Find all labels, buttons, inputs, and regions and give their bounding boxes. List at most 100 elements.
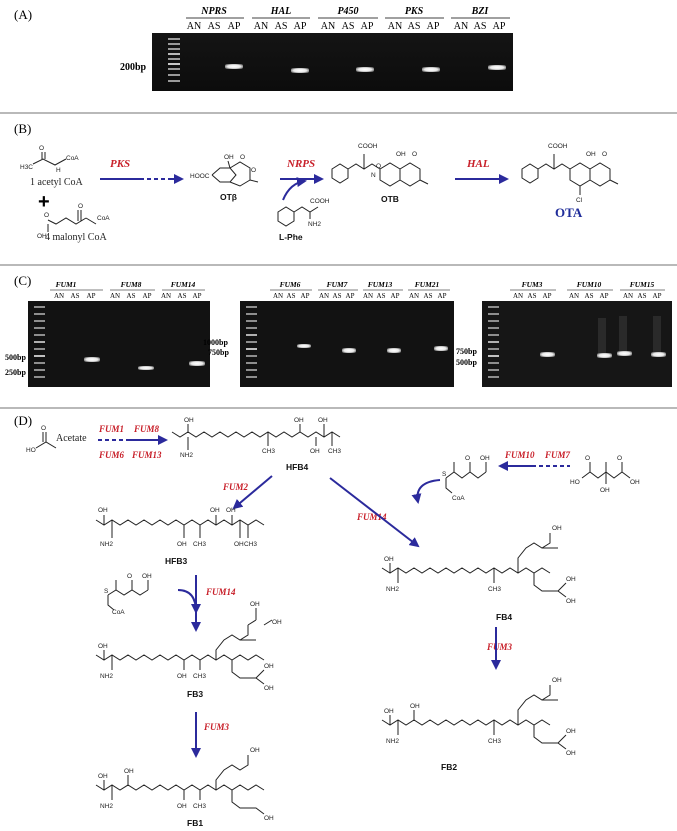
svg-text:FUM3: FUM3 bbox=[522, 280, 543, 289]
citrate-structure: O O OH HO OH bbox=[570, 455, 640, 494]
svg-text:OH: OH bbox=[294, 417, 304, 424]
svg-text:OH: OH bbox=[264, 663, 274, 670]
svg-text:HO: HO bbox=[570, 479, 580, 486]
svg-text:OH: OH bbox=[552, 525, 562, 532]
svg-text:AS: AS bbox=[408, 21, 421, 32]
svg-text:OH: OH bbox=[310, 448, 320, 455]
fb3-structure: OH NH2 OH CH3 OH OH OH OH bbox=[95, 601, 282, 692]
svg-text:OH: OH bbox=[630, 479, 640, 486]
svg-text:AN: AN bbox=[363, 292, 373, 300]
otb-structure: COOH N O OH O bbox=[331, 143, 429, 187]
svg-text:AN: AN bbox=[513, 292, 523, 300]
ot-beta-structure: OH O HOOC O bbox=[190, 154, 259, 187]
svg-text:OH: OH bbox=[177, 803, 187, 810]
band-bzi bbox=[488, 65, 506, 70]
svg-text:Cl: Cl bbox=[576, 197, 583, 204]
enzyme-fum1: FUM1 bbox=[98, 424, 124, 434]
svg-text:CH3: CH3 bbox=[193, 541, 206, 548]
plus-sign: + bbox=[38, 191, 50, 213]
marker-c2-750: 750bp bbox=[208, 348, 229, 357]
svg-text:O: O bbox=[127, 573, 132, 580]
svg-text:CoA: CoA bbox=[97, 215, 110, 222]
svg-text:OH: OH bbox=[566, 576, 576, 583]
compound-fb4: FB4 bbox=[496, 612, 512, 622]
svg-text:AN: AN bbox=[321, 21, 335, 32]
svg-text:AS: AS bbox=[377, 292, 386, 300]
svg-text:CoA: CoA bbox=[112, 609, 125, 616]
svg-text:AN: AN bbox=[409, 292, 419, 300]
svg-text:OH: OH bbox=[234, 541, 244, 548]
fb1-structure: OH OH NH2 OH CH3 OH OH bbox=[95, 747, 274, 822]
svg-text:NH2: NH2 bbox=[100, 803, 113, 810]
enzyme-fum14-left: FUM14 bbox=[205, 587, 236, 597]
acetate-label: Acetate bbox=[56, 433, 87, 444]
svg-text:AP: AP bbox=[653, 292, 662, 300]
svg-text:FUM7: FUM7 bbox=[327, 280, 348, 289]
svg-text:AP: AP bbox=[294, 21, 307, 32]
svg-text:CoA: CoA bbox=[66, 155, 79, 162]
ota-structure: COOH OH O Cl bbox=[521, 143, 619, 204]
svg-text:HOOC: HOOC bbox=[190, 173, 210, 180]
svg-text:OH: OH bbox=[410, 703, 420, 710]
svg-text:AP: AP bbox=[361, 21, 374, 32]
svg-text:AS: AS bbox=[528, 292, 537, 300]
gene-label-bzi: BZI bbox=[471, 6, 490, 17]
enzyme-fum2: FUM2 bbox=[222, 482, 249, 492]
svg-text:AP: AP bbox=[543, 292, 552, 300]
marker-c3-750: 750bp bbox=[456, 347, 477, 356]
compound-fb1: FB1 bbox=[187, 818, 203, 828]
svg-text:OH: OH bbox=[98, 507, 108, 514]
svg-text:O: O bbox=[617, 455, 622, 462]
gel-panel-c1 bbox=[28, 301, 210, 387]
svg-text:OH: OH bbox=[480, 455, 490, 462]
svg-text:AP: AP bbox=[346, 292, 355, 300]
svg-text:AP: AP bbox=[438, 292, 447, 300]
svg-text:NH2: NH2 bbox=[100, 541, 113, 548]
svg-text:AS: AS bbox=[585, 292, 594, 300]
svg-text:OH: OH bbox=[124, 768, 134, 775]
svg-text:FUM1: FUM1 bbox=[56, 280, 77, 289]
svg-text:H3C: H3C bbox=[20, 164, 33, 171]
compound-ota: OTA bbox=[555, 205, 583, 220]
malonyl-coa-label: 4 malonyl CoA bbox=[45, 232, 107, 243]
compound-otb: OTB bbox=[381, 194, 399, 204]
enzyme-fum14-right: FUM14 bbox=[356, 512, 387, 522]
svg-text:OH: OH bbox=[396, 151, 406, 158]
svg-text:FUM8: FUM8 bbox=[121, 280, 142, 289]
svg-text:AP: AP bbox=[391, 292, 400, 300]
panel-b-letter: (B) bbox=[14, 121, 31, 136]
svg-text:AS: AS bbox=[287, 292, 296, 300]
svg-text:AS: AS bbox=[474, 21, 487, 32]
svg-text:OH: OH bbox=[318, 417, 328, 424]
enzyme-hal: HAL bbox=[466, 158, 490, 170]
panel-a-gene-labels: NPRS HAL P450 PKS BZI bbox=[186, 6, 510, 19]
compound-hfb4: HFB4 bbox=[286, 462, 308, 472]
svg-text:AP: AP bbox=[427, 21, 440, 32]
svg-text:OH: OH bbox=[566, 728, 576, 735]
enzyme-fum3-right: FUM3 bbox=[486, 642, 513, 652]
svg-text:CoA: CoA bbox=[452, 495, 465, 502]
panel-d-letter: (D) bbox=[14, 413, 32, 428]
svg-text:AN: AN bbox=[623, 292, 633, 300]
svg-text:AP: AP bbox=[87, 292, 96, 300]
ladder-a bbox=[168, 38, 180, 82]
tca-coa-left-structure: O OH S CoA bbox=[104, 573, 152, 616]
svg-text:AP: AP bbox=[143, 292, 152, 300]
svg-text:AP: AP bbox=[228, 21, 241, 32]
svg-text:O: O bbox=[78, 203, 83, 210]
svg-text:OH: OH bbox=[98, 773, 108, 780]
svg-text:OH: OH bbox=[184, 417, 194, 424]
band-nprs bbox=[225, 64, 243, 69]
band-pks bbox=[422, 67, 440, 72]
svg-text:OH: OH bbox=[566, 598, 576, 605]
svg-text:OH: OH bbox=[250, 747, 260, 754]
svg-text:O: O bbox=[44, 212, 49, 219]
svg-text:AS: AS bbox=[208, 21, 221, 32]
svg-text:O: O bbox=[465, 455, 470, 462]
svg-text:O: O bbox=[41, 425, 46, 432]
svg-text:AS: AS bbox=[424, 292, 433, 300]
fb4-structure: OH NH2 CH3 OH OH OH bbox=[381, 525, 576, 605]
svg-text:CH3: CH3 bbox=[244, 541, 257, 548]
svg-text:AN: AN bbox=[161, 292, 171, 300]
